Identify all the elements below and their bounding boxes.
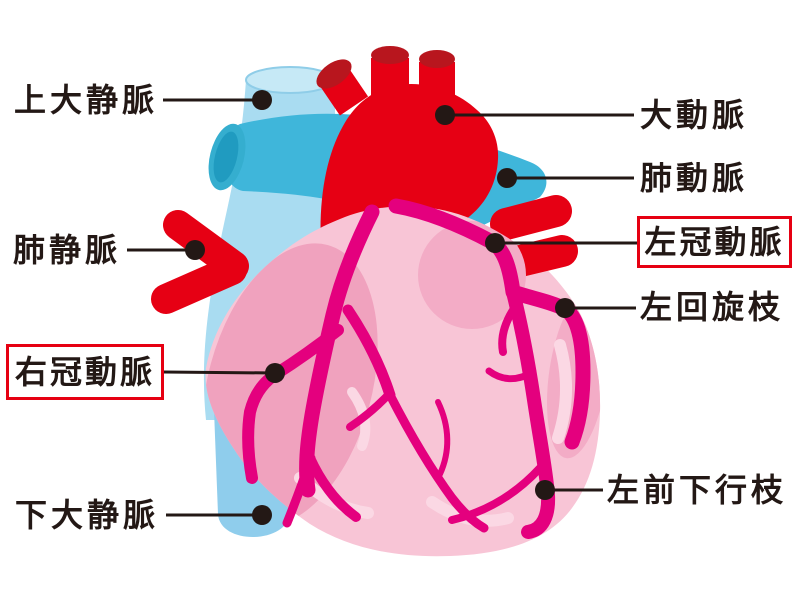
vessel-twig: [282, 453, 316, 528]
leader-dot-lad: [535, 480, 555, 500]
leader-dot-pulmonary-artery: [497, 168, 517, 188]
leader-dot-inferior-vena-cava: [252, 505, 272, 525]
leader-dot-aorta: [435, 105, 455, 125]
label-left-circumflex-branch: 左回旋枝: [640, 289, 785, 325]
leader-dot-left-circumflex: [555, 298, 575, 318]
label-right-coronary-artery: 右冠動脈: [6, 344, 164, 400]
coronary-arteries: [242, 198, 591, 539]
aorta-branch-opening-1: [316, 59, 352, 89]
label-pulmonary-vein: 肺静脈: [13, 232, 122, 268]
leader-lines: [127, 98, 637, 517]
vessel-twig: [448, 464, 544, 524]
label-inferior-vena-cava: 下大静脈: [15, 497, 160, 533]
label-superior-vena-cava: 上大静脈: [14, 82, 159, 118]
left-main-circumflex: [388, 198, 591, 450]
aorta-branch-opening-2: [371, 46, 409, 64]
leader-dot-superior-vena-cava: [252, 90, 272, 110]
leader-dots: [185, 90, 575, 525]
label-aorta: 大動脈: [640, 97, 749, 133]
left-anterior-descending: [506, 285, 556, 539]
vessel-twig: [342, 304, 396, 401]
label-left-anterior-descending-branch: 左前下行枝: [607, 472, 788, 508]
pulmonary-vein-stubs-left: [151, 210, 249, 314]
aorta-branch-opening-3: [419, 50, 455, 68]
pulmonary-artery-opening: [213, 131, 239, 183]
leader-dot-left-coronary: [485, 233, 505, 253]
vessel-twig: [435, 399, 451, 477]
vessel-twig: [385, 390, 489, 533]
label-pulmonary-artery: 肺動脈: [640, 160, 749, 196]
vessel-twig: [485, 367, 537, 383]
leader-dot-right-coronary: [265, 363, 285, 383]
right-coronary-trunk: [299, 204, 380, 498]
leader-line-right-coronary: [163, 370, 276, 375]
label-left-coronary-artery: 左冠動脈: [637, 216, 792, 268]
vessel-twig: [305, 453, 361, 522]
right-coronary-branch: [242, 324, 344, 484]
leader-dot-pulmonary-vein: [185, 240, 205, 260]
